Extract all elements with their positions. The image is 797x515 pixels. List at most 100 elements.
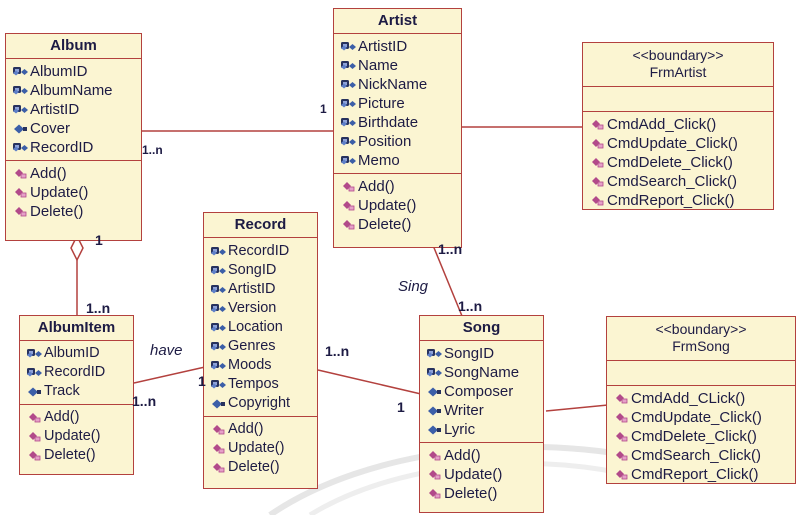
member-text: ArtistID	[30, 101, 80, 118]
multiplicity-label: 1	[198, 373, 206, 389]
operation: Update()	[210, 439, 317, 458]
member-text: RecordID	[44, 364, 106, 380]
operation-icon	[613, 412, 629, 424]
attribute: Memo	[340, 151, 461, 170]
attribute-icon	[426, 405, 442, 417]
operations: Add()Update()Delete()	[420, 443, 543, 506]
operation-icon	[589, 195, 605, 207]
member-text: Writer	[444, 402, 484, 419]
operation-icon	[26, 450, 42, 462]
operation: Delete()	[210, 458, 317, 477]
operation: CmdAdd_CLick()	[613, 389, 795, 408]
operation-icon	[12, 187, 28, 199]
stereotype: <<boundary>>	[632, 47, 724, 63]
key-icon	[210, 341, 226, 353]
attribute: Track	[26, 382, 133, 401]
class-title: FrmArtist	[649, 64, 707, 80]
song-frmsong-association	[545, 404, 609, 412]
operation: Update()	[340, 196, 461, 215]
operations: Add()Update()Delete()	[334, 174, 461, 237]
class-name: Album	[6, 34, 141, 59]
operation: CmdDelete_Click()	[589, 153, 773, 172]
attribute: Position	[340, 132, 461, 151]
class-frmsong[interactable]: <<boundary>> FrmSong CmdAdd_CLick()CmdUp…	[606, 316, 796, 484]
attributes	[607, 361, 795, 386]
member-text: Update()	[30, 184, 89, 201]
attribute: Writer	[426, 401, 543, 420]
member-text: NickName	[358, 76, 428, 93]
member-text: CmdUpdate_Click()	[631, 409, 762, 426]
attribute: Lyric	[426, 420, 543, 439]
member-text: Delete()	[228, 459, 280, 475]
key-icon	[210, 265, 226, 277]
attribute: RecordID	[12, 138, 141, 157]
attribute: Tempos	[210, 375, 317, 394]
member-text: CmdReport_Click()	[607, 192, 735, 209]
operation-icon	[26, 412, 42, 424]
member-text: CmdDelete_Click()	[607, 154, 733, 171]
key-icon	[26, 367, 42, 379]
member-text: Tempos	[228, 376, 279, 392]
operation-icon	[210, 424, 226, 436]
key-icon	[340, 41, 356, 53]
operation-icon	[340, 200, 356, 212]
member-text: AlbumName	[30, 82, 113, 99]
operation: CmdReport_Click()	[589, 191, 773, 210]
operation-icon	[613, 431, 629, 443]
key-icon	[340, 98, 356, 110]
key-icon	[426, 367, 442, 379]
attribute: SongID	[210, 261, 317, 280]
attribute: Cover	[12, 119, 141, 138]
operation: CmdReport_Click()	[613, 465, 795, 484]
operation: Delete()	[26, 446, 133, 465]
operation: Add()	[210, 420, 317, 439]
key-icon	[340, 136, 356, 148]
operations: Add()Update()Delete()	[6, 161, 141, 224]
member-text: Moods	[228, 357, 272, 373]
attribute: Moods	[210, 356, 317, 375]
attribute: Composer	[426, 382, 543, 401]
attribute: NickName	[340, 75, 461, 94]
class-name: <<boundary>> FrmArtist	[583, 43, 773, 87]
multiplicity-label: 1..n	[132, 393, 157, 409]
operation: Delete()	[12, 202, 141, 221]
member-text: Delete()	[444, 485, 498, 502]
multiplicity-label: 1..n	[142, 143, 163, 157]
multiplicity-label: 1	[397, 399, 405, 415]
artist-song-association	[429, 237, 463, 317]
attribute: RecordID	[26, 363, 133, 382]
multiplicity-label: 1..n	[438, 241, 463, 257]
operations: Add()Update()Delete()	[204, 417, 317, 480]
attribute: ArtistID	[210, 280, 317, 299]
class-frmartist[interactable]: <<boundary>> FrmArtist CmdAdd_Click()Cmd…	[582, 42, 774, 210]
member-text: Name	[358, 57, 399, 74]
class-name: Song	[420, 316, 543, 341]
member-text: ArtistID	[228, 281, 276, 297]
operation: Update()	[12, 183, 141, 202]
multiplicity-label: 1..n	[86, 300, 111, 316]
operation: CmdSearch_Click()	[613, 446, 795, 465]
member-text: SongID	[444, 345, 495, 362]
attribute: Name	[340, 56, 461, 75]
operation-icon	[12, 168, 28, 180]
attribute: Location	[210, 318, 317, 337]
attribute: Copyright	[210, 394, 317, 413]
multiplicity-label: 1	[95, 232, 103, 248]
operation: Delete()	[426, 484, 543, 503]
operation: Update()	[26, 427, 133, 446]
member-text: CmdReport_Click()	[631, 466, 759, 483]
class-name: Artist	[334, 9, 461, 34]
key-icon	[210, 379, 226, 391]
key-icon	[12, 142, 28, 154]
operation-icon	[589, 176, 605, 188]
operation-icon	[26, 431, 42, 443]
member-text: Lyric	[444, 421, 476, 438]
operation: CmdUpdate_Click()	[589, 134, 773, 153]
